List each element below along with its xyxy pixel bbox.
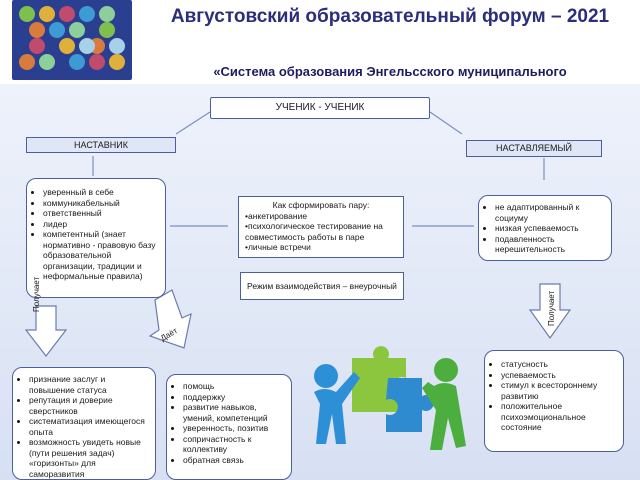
top-box-label: УЧЕНИК - УЧЕНИК [275, 102, 365, 113]
person-blue-icon [314, 364, 360, 444]
mentor-header-label: НАСТАВНИК [74, 140, 128, 150]
list-item: стимул к всестороннему развитию [501, 380, 617, 401]
mode-box-label: Режим взаимодействия – внеурочный [247, 281, 397, 291]
list-item: низкая успеваемость [495, 223, 605, 234]
puzzle-figures-illustration [314, 346, 466, 450]
list-item: коммуникабельный [43, 198, 159, 209]
list-item: •личные встречи [245, 242, 311, 252]
list-item: не адаптированный к социуму [495, 202, 605, 223]
list-item: признание заслуг и повышение статуса [29, 374, 149, 395]
mentor-gets-box: признание заслуг и повышение статуса реп… [12, 367, 156, 480]
mentor-gives-box: помощь поддержку развитие навыков, умени… [166, 374, 292, 480]
pair-box-title: Как сформировать пару: [272, 200, 370, 210]
page-subtitle: «Система образования Энгельсского муници… [213, 64, 567, 79]
list-item: уверенность, позитив [183, 423, 285, 434]
list-item: уверенный в себе [43, 187, 159, 198]
list-item: подавленность нерешительность [495, 234, 605, 255]
mentee-traits-box: не адаптированный к социуму низкая успев… [478, 195, 612, 261]
arrow-label-receives2: Получает [547, 290, 556, 326]
list-item: положительное психоэмоциональное состоян… [501, 401, 617, 433]
page-title: Августовский образовательный форум – 202… [170, 6, 610, 27]
list-item: помощь [183, 381, 285, 392]
pair-box: Как сформировать пару: •анкетирование •п… [238, 196, 404, 258]
puzzle-piece-blue-icon [386, 378, 434, 432]
list-item: ответственный [43, 208, 159, 219]
list-item: успеваемость [501, 370, 617, 381]
mentee-gets-box: статусность успеваемость стимул к всесто… [484, 350, 624, 452]
header: Августовский образовательный форум – 202… [0, 0, 640, 84]
mentor-header: НАСТАВНИК [26, 137, 176, 153]
mentor-traits-box: уверенный в себе коммуникабельный ответс… [26, 178, 166, 298]
list-item: лидер [43, 219, 159, 230]
list-item: сопричастность к коллективу [183, 434, 285, 455]
person-green-icon [422, 358, 466, 450]
hex-collage-icon [19, 6, 125, 70]
mentee-header-label: НАСТАВЛЯЕМЫЙ [496, 143, 572, 153]
arrow-label-receives: Получает [32, 276, 41, 312]
forum-logo [12, 0, 132, 80]
list-item: •анкетирование [245, 210, 308, 221]
list-item: поддержку [183, 392, 285, 403]
list-item: обратная связь [183, 455, 285, 466]
list-item: развитие навыков, умений, компетенций [183, 402, 285, 423]
mode-box: Режим взаимодействия – внеурочный [240, 272, 404, 300]
top-box: УЧЕНИК - УЧЕНИК [210, 97, 430, 119]
list-item: компетентный (знает нормативно - правову… [43, 229, 159, 282]
list-item: статусность [501, 359, 617, 370]
list-item: репутация и доверие сверстников [29, 395, 149, 416]
list-item: •психологическое тестирование на совмест… [245, 221, 383, 242]
list-item: систематизация имеющегося опыта [29, 416, 149, 437]
mentee-header: НАСТАВЛЯЕМЫЙ [466, 140, 602, 157]
list-item: возможность увидеть новые (пути решения … [29, 437, 149, 479]
